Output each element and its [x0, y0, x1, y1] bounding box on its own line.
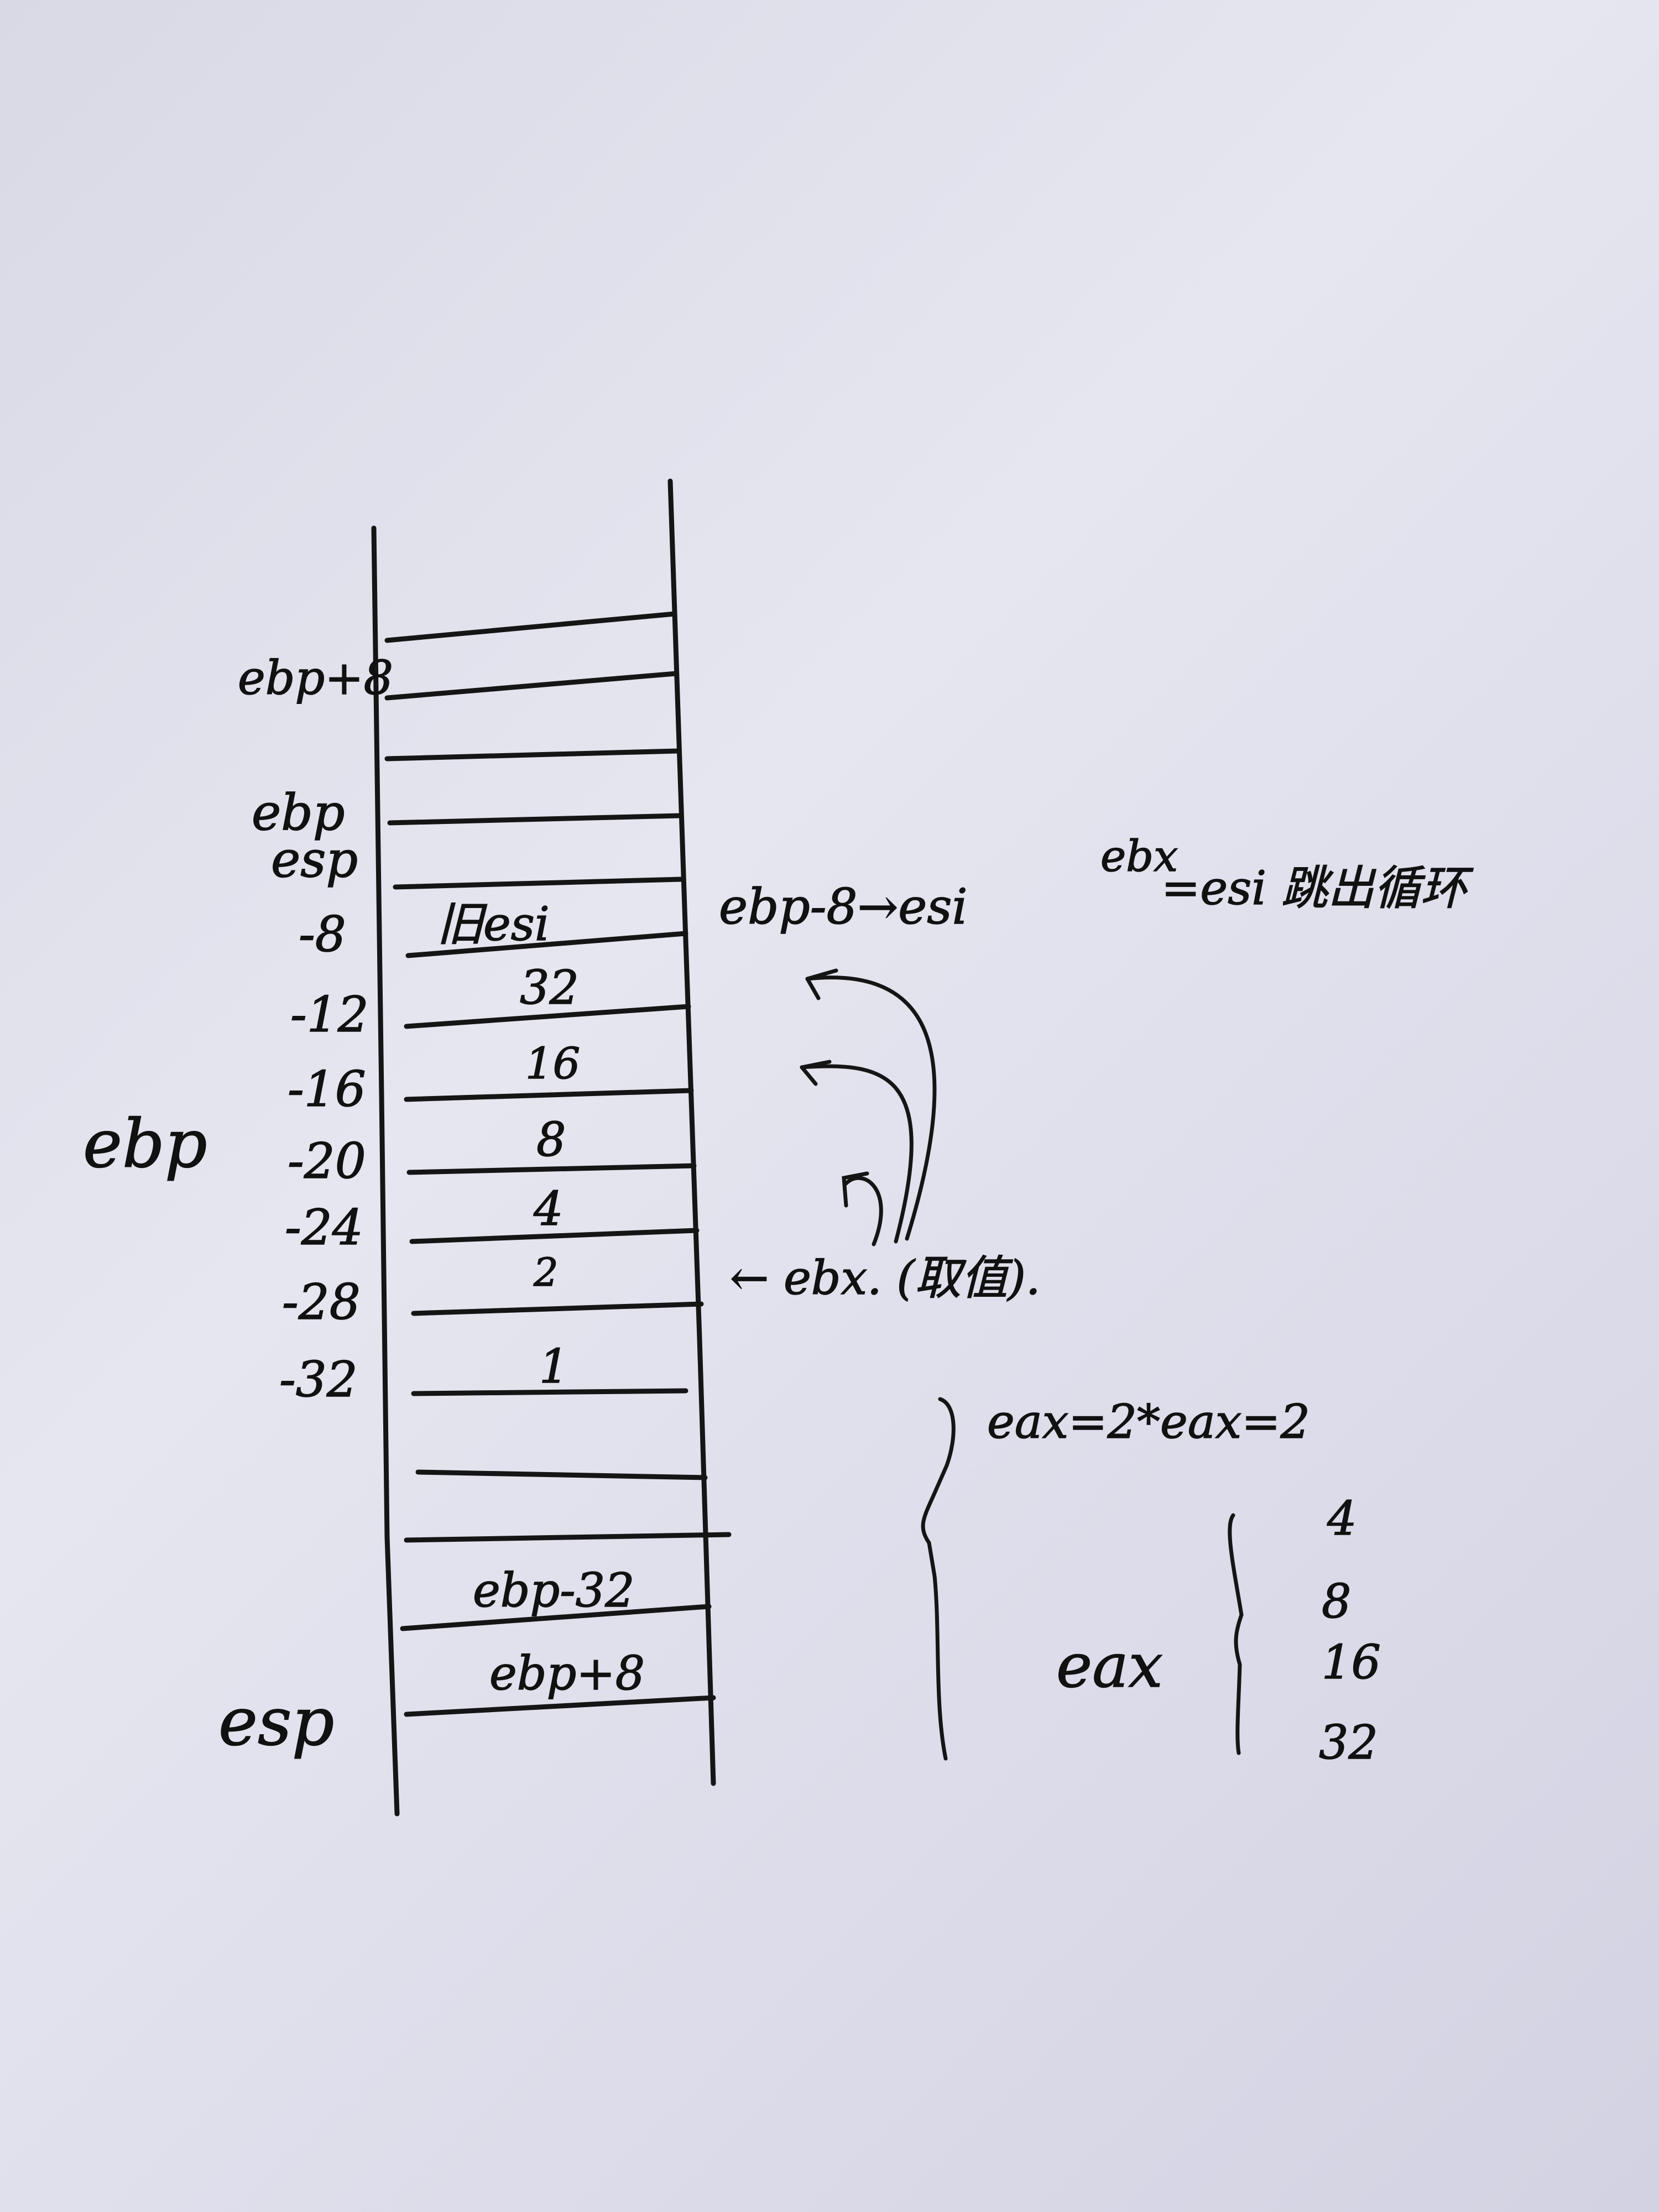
label-esp-top: esp [271, 831, 358, 889]
eax-values: 4 8 16 32 [1318, 1491, 1381, 1770]
note-ebx-exit: =esi 跳出循环 [1161, 861, 1474, 915]
eax-value: 4 [1327, 1491, 1357, 1546]
eax-small-brace [1228, 1513, 1244, 1755]
stack-dividers [384, 611, 732, 1717]
cell-value: 1 [539, 1339, 568, 1394]
cell-old-esi: 旧esi [437, 897, 550, 951]
cell-values: 32 16 8 4 2 1 [519, 960, 581, 1394]
offset-label: -24 [285, 1199, 363, 1256]
eax-large-brace [921, 1397, 956, 1761]
eax-value: 8 [1322, 1574, 1351, 1629]
offset-label: -16 [288, 1061, 366, 1118]
cell-value: 32 [520, 961, 579, 1015]
stack-right-border [667, 478, 716, 1786]
stack-left-border [371, 525, 400, 1817]
label-ebp: ebp [252, 784, 345, 842]
ebx-arrows [800, 968, 937, 1246]
cell-value: 4 [533, 1182, 563, 1236]
offset-label: -8 [299, 906, 346, 963]
note-ebx-pointer: ← ebx. (取值). [730, 1251, 1041, 1305]
cell-value: 2 [533, 1250, 559, 1295]
offset-label: -20 [288, 1133, 366, 1190]
label-ebp-plus-8: ebp+8 [238, 651, 393, 705]
cell-value: 8 [536, 1113, 566, 1167]
cell-ebp-minus-32: ebp-32 [473, 1563, 635, 1618]
cell-ebp-plus-8: ebp+8 [489, 1646, 645, 1700]
offset-label: -28 [282, 1274, 361, 1331]
cell-value: 16 [525, 1039, 580, 1089]
eax-value: 16 [1322, 1635, 1381, 1689]
label-ebp-side: ebp [83, 1106, 207, 1183]
note-ebp-minus-8: ebp-8→esi [719, 878, 968, 935]
offset-label: -12 [290, 986, 369, 1043]
note-eax-label: eax [1056, 1630, 1163, 1701]
eax-value: 32 [1319, 1715, 1378, 1770]
label-esp-bottom: esp [218, 1684, 334, 1761]
offset-labels: -8 -12 -16 -20 -24 -28 -32 [279, 905, 369, 1408]
note-eax-formula: eax=2*eax=2 [987, 1395, 1310, 1449]
offset-label: -32 [279, 1351, 358, 1408]
note-ebx-label: ebx [1100, 832, 1178, 881]
